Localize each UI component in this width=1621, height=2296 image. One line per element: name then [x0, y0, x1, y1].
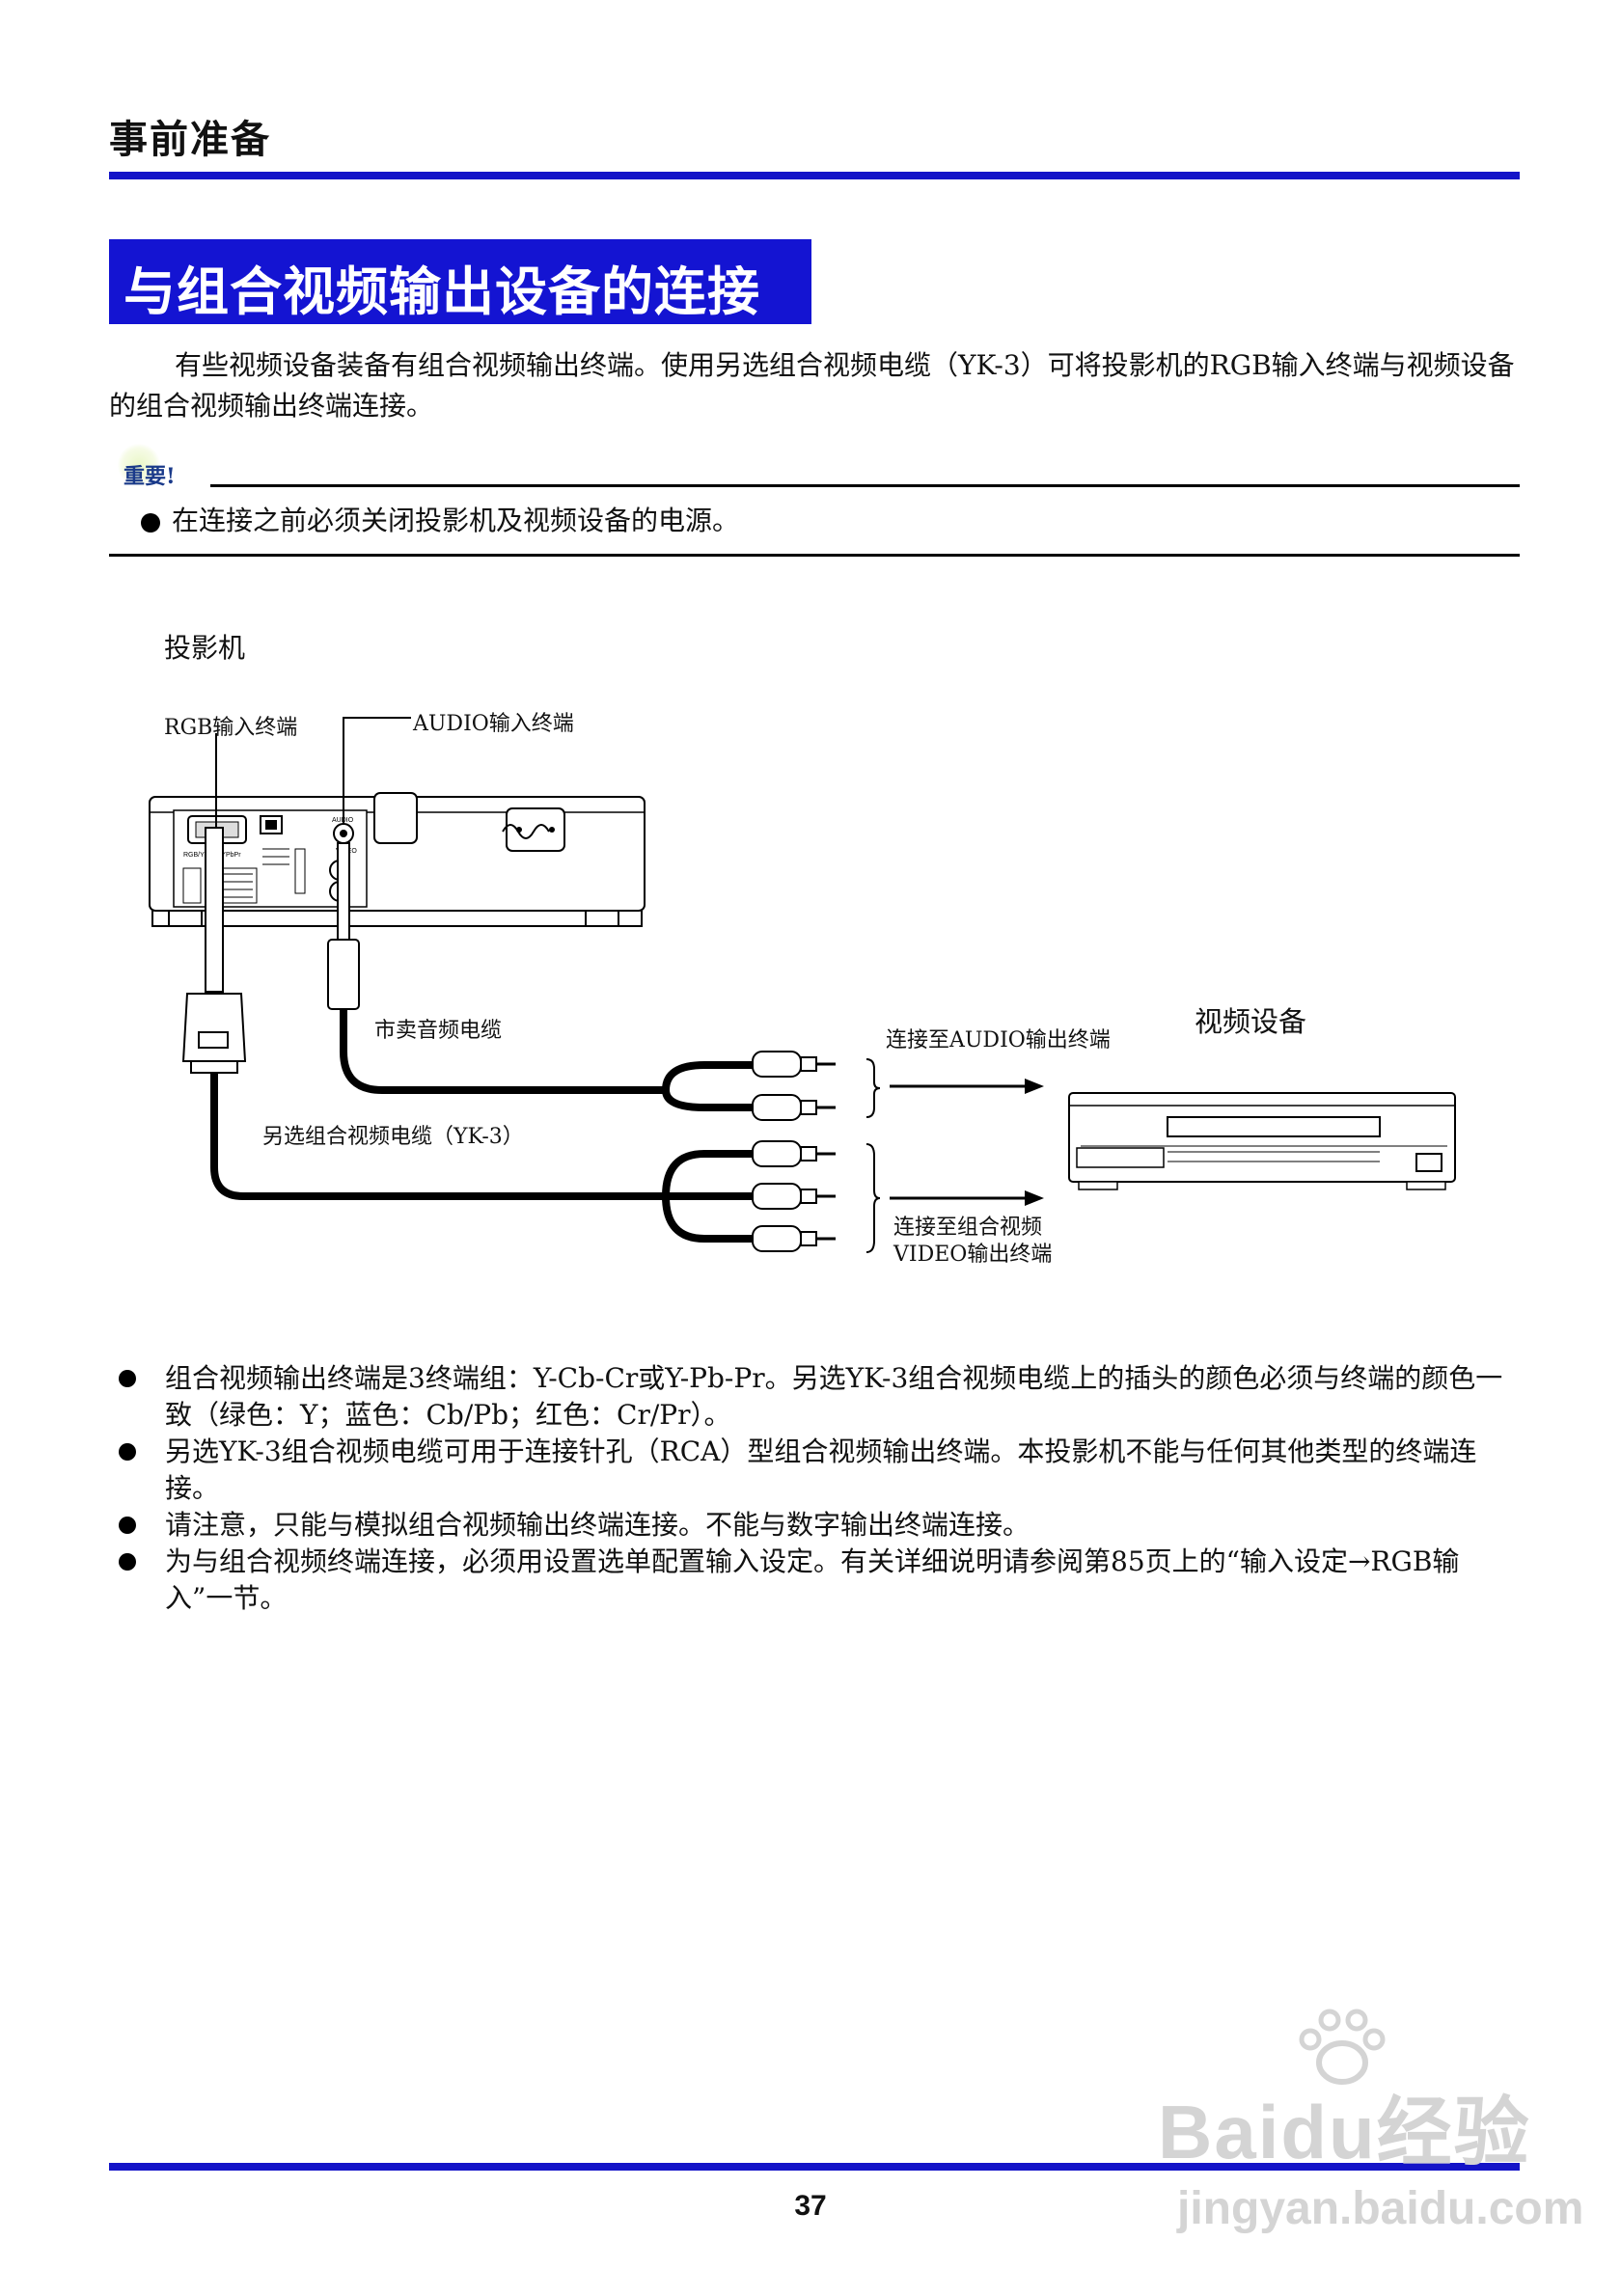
bullet-icon	[119, 1370, 136, 1387]
list-item: 组合视频输出终端是3终端组：Y-Cb-Cr或Y-Pb-Pr。另选YK-3组合视频…	[109, 1360, 1520, 1434]
title-banner	[109, 239, 811, 324]
audio-cable-label: 市卖音频电缆	[374, 1019, 503, 1043]
bullet-icon	[119, 1553, 136, 1571]
video-device-illustration	[1068, 1092, 1456, 1190]
yk3-cable	[181, 827, 753, 1243]
notes-list: 组合视频输出终端是3终端组：Y-Cb-Cr或Y-Pb-Pr。另选YK-3组合视频…	[109, 1360, 1520, 1617]
list-item: 另选YK-3组合视频电缆可用于连接针孔（RCA）型组合视频输出终端。本投影机不能…	[109, 1434, 1520, 1507]
bullet-icon	[119, 1517, 136, 1534]
watermark-url: jingyan.baidu.com	[1177, 2183, 1584, 2234]
projector-illustration: RGB/YPbPr/YPbPr AUDIO VIDEO	[149, 792, 646, 927]
rgb-input-label: RGB输入终端	[164, 716, 298, 740]
list-item: 请注意，只能与模拟组合视频输出终端连接。不能与数字输出终端连接。	[109, 1507, 1520, 1544]
paw-icon	[1299, 2009, 1386, 2085]
audio-arrow	[890, 1079, 1044, 1094]
video-device-label: 视频设备	[1195, 1005, 1307, 1038]
important-note-text: 在连接之前必须关闭投影机及视频设备的电源。	[172, 505, 740, 536]
video-arrow	[890, 1190, 1044, 1206]
rca-plugs	[752, 1051, 836, 1252]
page-number: 37	[794, 2190, 827, 2222]
important-glow	[118, 444, 160, 486]
audio-cable	[327, 842, 753, 1111]
list-item: 为与组合视频终端连接，必须用设置选单配置输入设定。有关详细说明请参阅第85页上的…	[109, 1544, 1520, 1617]
video-out-label-2: VIDEO输出终端	[893, 1243, 1053, 1267]
page-title: 与组合视频输出设备的连接	[124, 260, 760, 322]
watermark-logo: Baidu经验	[1158, 2090, 1531, 2174]
yk3-cable-label: 另选组合视频电缆（YK-3）	[262, 1125, 524, 1149]
video-out-label-1: 连接至组合视频	[893, 1216, 1043, 1240]
bullet-icon	[141, 512, 160, 533]
header-rule	[109, 172, 1520, 179]
section-heading: 事前准备	[109, 117, 271, 162]
important-top-rule	[210, 484, 1520, 487]
bullet-icon	[119, 1443, 136, 1461]
intro-paragraph: 有些视频设备装备有组合视频输出终端。使用另选组合视频电缆（YK-3）可将投影机的…	[109, 349, 1515, 422]
important-note: 在连接之前必须关闭投影机及视频设备的电源。	[141, 500, 739, 538]
projector-label: 投影机	[164, 632, 246, 664]
important-label: 重要!	[124, 464, 176, 489]
footer-rule	[109, 2163, 1520, 2171]
audio-out-label: 连接至AUDIO输出终端	[886, 1028, 1111, 1052]
audio-input-label: AUDIO输入终端	[413, 712, 574, 736]
important-bottom-rule	[109, 554, 1520, 557]
